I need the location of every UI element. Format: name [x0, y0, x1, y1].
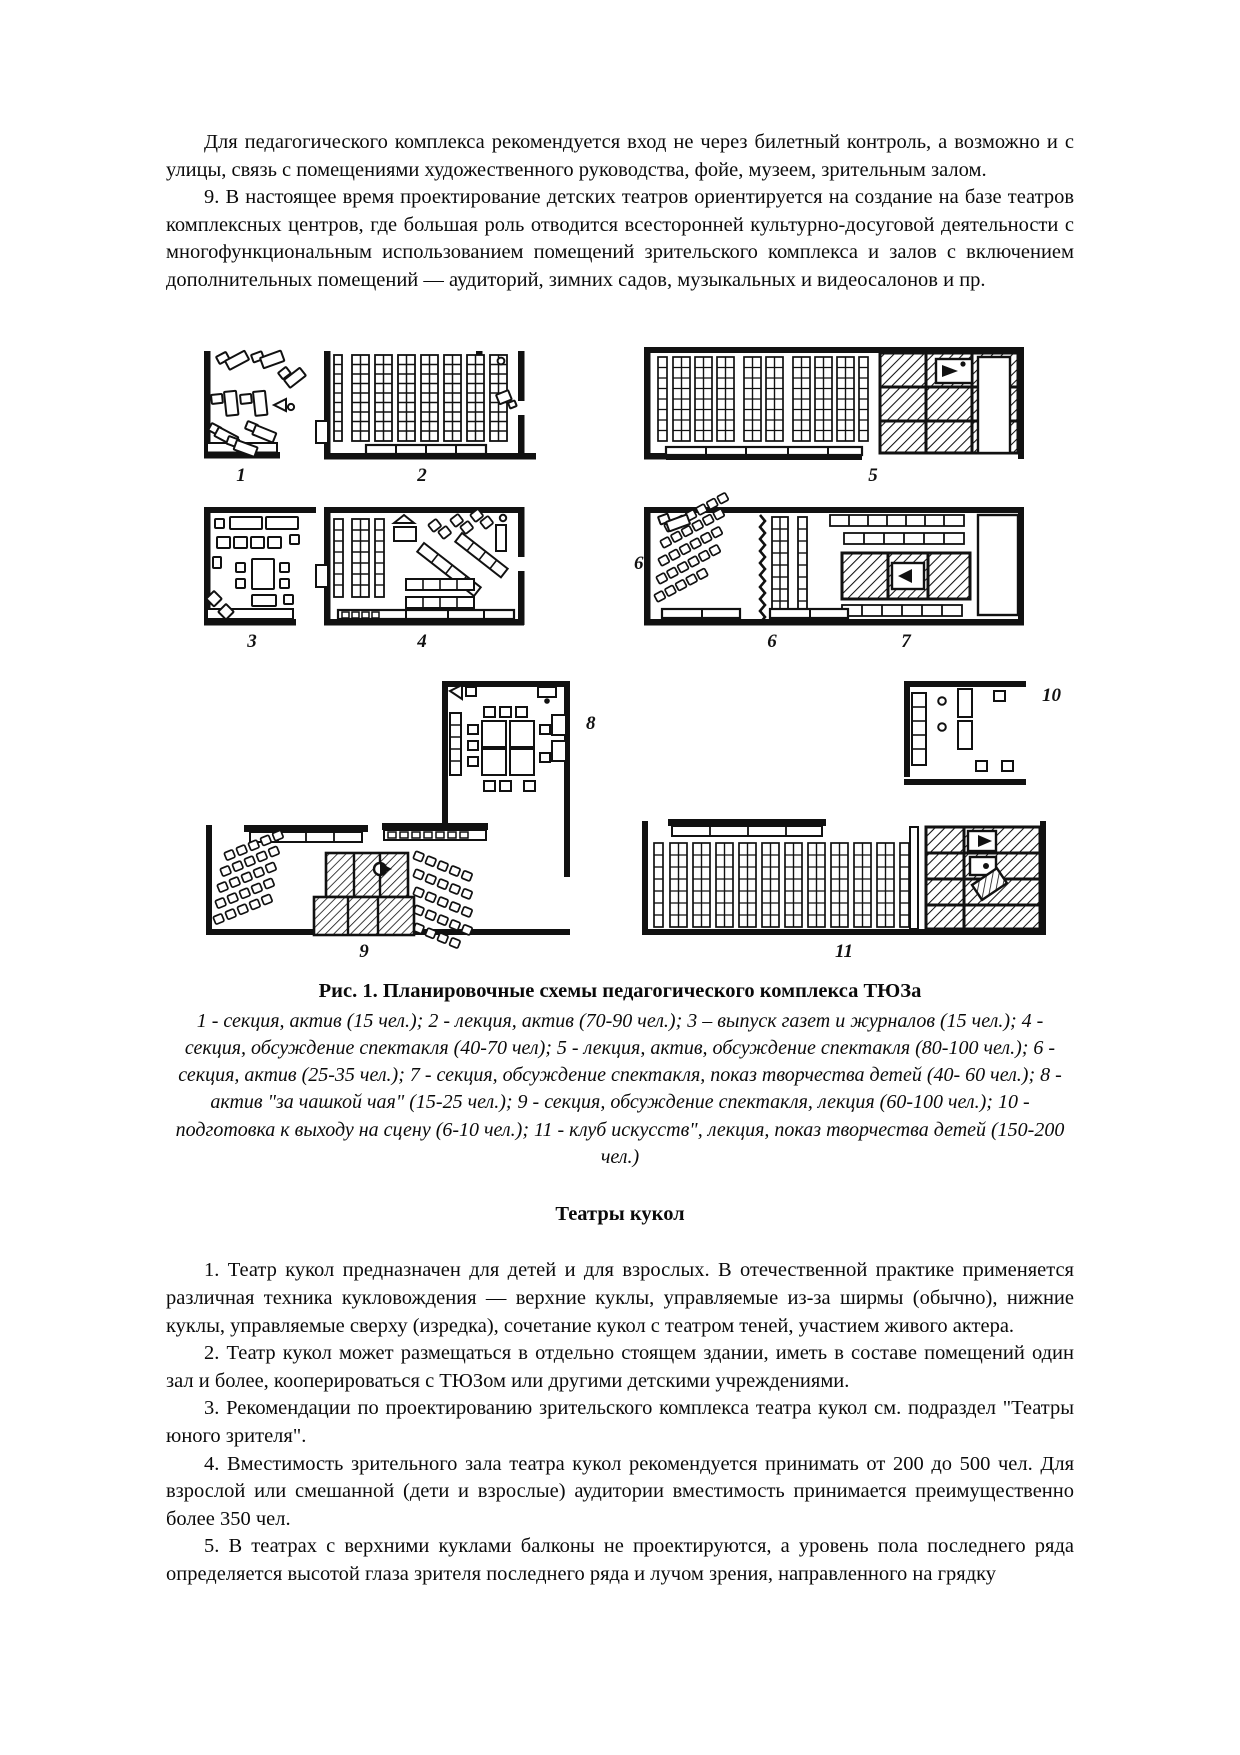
plan-label-8: 8 [586, 713, 596, 734]
plan-9-group: 9 [206, 822, 570, 962]
paragraph-intro-2: 9. В настоящее время проектирование детс… [166, 186, 1074, 291]
plan-label-6-side: 6 [634, 553, 644, 574]
plan-3-group: 3 [204, 506, 316, 652]
paragraph-body-5: 5. В театрах с верхними куклами балконы … [166, 1535, 1074, 1585]
plan-label-3: 3 [246, 631, 257, 652]
plan-2-group: 2 [315, 350, 536, 486]
plan-label-11: 11 [835, 941, 853, 962]
plan-label-5: 5 [868, 465, 878, 486]
plan-1-group: 1 [204, 349, 307, 486]
plan-label-6: 6 [767, 631, 777, 652]
plan-8-group: 8 [442, 680, 596, 877]
figure-1-svg: 1 [204, 346, 1062, 962]
plan-6-7-group: 6 6 7 [634, 491, 1024, 652]
figure-caption-body: 1 - секция, актив (15 чел.); 2 - лекция,… [175, 1009, 1065, 1169]
plan-label-1: 1 [236, 465, 246, 486]
plan-5-group: 5 [644, 346, 1024, 486]
plan-label-4: 4 [416, 631, 427, 652]
page-content: Для педагогического комплекса рекомендуе… [166, 0, 1074, 1588]
plan-label-9: 9 [359, 941, 369, 962]
plan-10-11-group: 10 [642, 680, 1062, 962]
plan-label-2: 2 [416, 465, 427, 486]
paragraph-body-4: 4. Вместимость зрительного зала театра к… [166, 1452, 1074, 1530]
section-heading: Театры кукол [555, 1203, 685, 1226]
figure-caption-title: Рис. 1. Планировочные схемы педагогическ… [318, 979, 922, 1002]
plan-label-7: 7 [901, 631, 912, 652]
plan-2-seating [333, 353, 508, 442]
paragraph-body-3: 3. Рекомендации по проектированию зрител… [166, 1397, 1074, 1447]
paragraph-body-2: 2. Театр кукол может размещаться в отдел… [166, 1342, 1074, 1392]
figure-1-planning-schemes: 1 [166, 329, 1074, 964]
paragraph-body-1: 1. Театр кукол предназначен для детей и … [166, 1259, 1074, 1337]
plan-4-group: 4 [315, 506, 525, 652]
body-paragraphs: 1. Театр кукол предназначен для детей и … [166, 1228, 1074, 1588]
plan-label-10: 10 [1042, 685, 1062, 706]
paragraph-intro-1: Для педагогического комплекса рекомендуе… [166, 131, 1074, 181]
intro-paragraphs: Для педагогического комплекса рекомендуе… [166, 0, 1074, 295]
